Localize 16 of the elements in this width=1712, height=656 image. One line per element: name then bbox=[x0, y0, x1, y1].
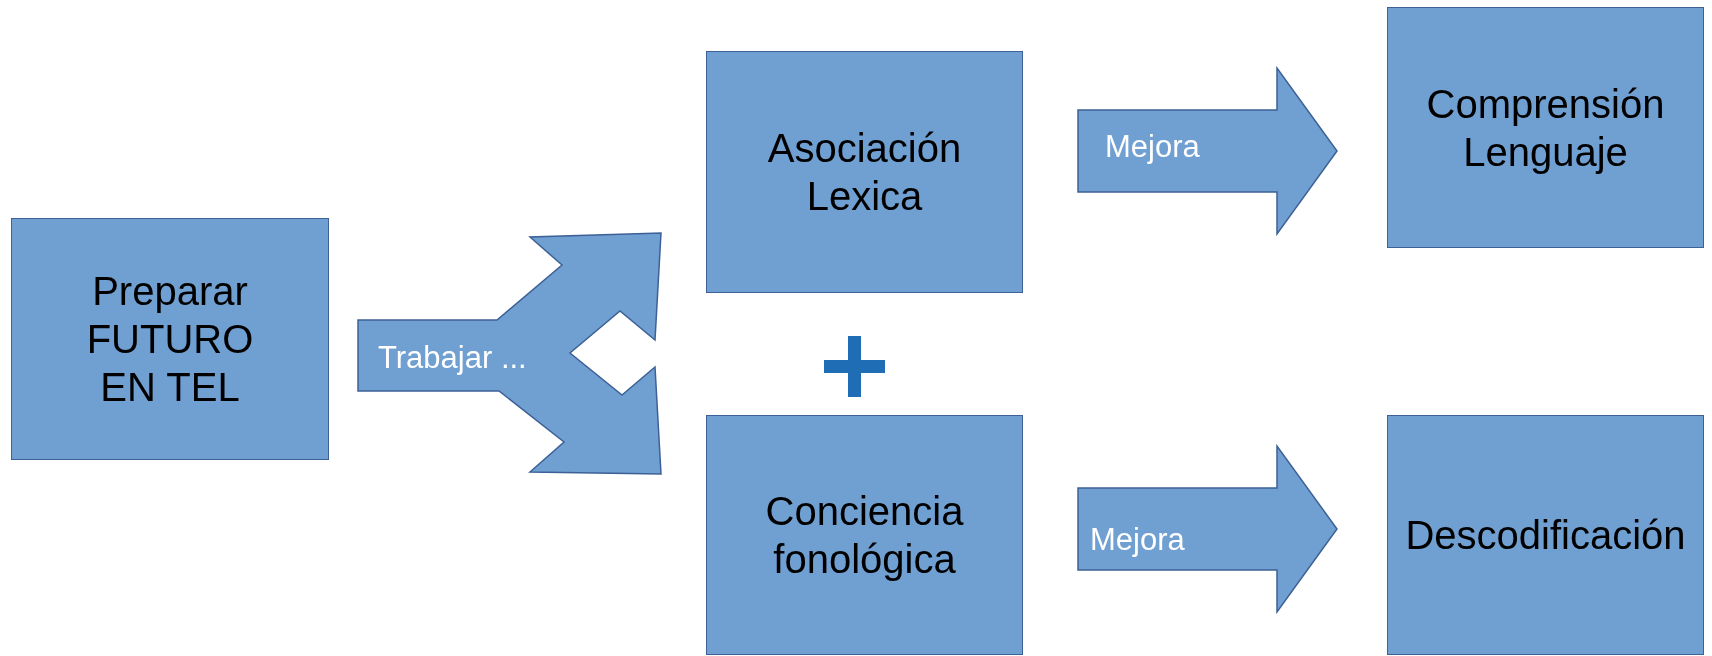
process-box bbox=[706, 415, 1023, 655]
process-box bbox=[1387, 415, 1704, 655]
edge-label: Mejora bbox=[1105, 129, 1200, 165]
edge-label: Mejora bbox=[1090, 522, 1185, 558]
edge-label: Trabajar ... bbox=[378, 340, 527, 376]
process-box bbox=[706, 51, 1023, 293]
box-text: Asociación Lexica bbox=[766, 125, 963, 220]
box-text: Comprensión Lenguaje bbox=[1425, 80, 1666, 176]
split-block-arrow bbox=[357, 232, 662, 475]
block-arrow bbox=[1077, 443, 1338, 615]
process-box bbox=[1387, 7, 1704, 248]
block-arrow bbox=[1077, 65, 1338, 237]
box-text: Descodificación bbox=[1405, 512, 1686, 559]
box-text: Conciencia fonológica bbox=[764, 488, 965, 583]
box-text: Preparar FUTURO EN TEL bbox=[85, 268, 255, 411]
process-box bbox=[11, 218, 329, 460]
